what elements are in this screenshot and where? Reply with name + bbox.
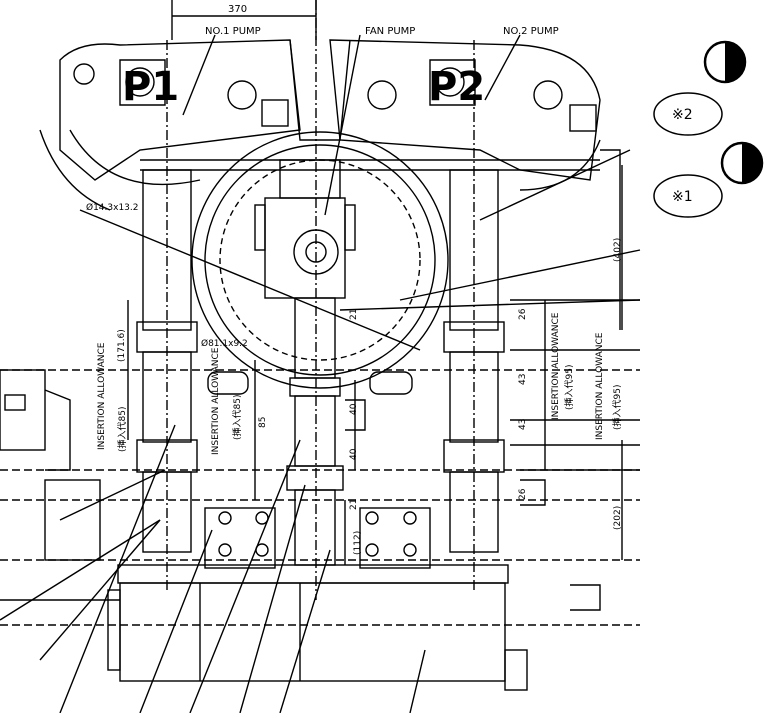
bolt-dimension-label: Ø14.3x13.2 (86, 202, 139, 213)
note1-callout (653, 174, 723, 218)
dim-40b-label: 40 (349, 448, 359, 460)
insertion-right-b-jp-label: (挿入代95) (611, 385, 623, 430)
dim-112-label: (112) (353, 531, 363, 555)
insertion-left-jp-label: (挿入代85) (116, 407, 128, 452)
top-dimension-label: 370 (228, 4, 247, 15)
insertion-right-a-jp-label: (挿入代95) (563, 365, 575, 410)
fan-pump-label: FAN PUMP (365, 26, 415, 37)
insertion-left-label: INSERTION ALLOWANCE (97, 342, 107, 450)
pump-p1-mark: P1 (122, 64, 179, 110)
dim-40a-label: 40 (349, 403, 359, 415)
note1-label: ※1 (672, 189, 693, 205)
dim-43a-label: 43 (518, 374, 528, 385)
dim-43b-label: 43 (518, 419, 528, 430)
bore-dimension-label: Ø81.1x9.2 (201, 338, 248, 349)
pump-p2-mark: P2 (428, 64, 485, 110)
dim-21a-label: 21 (349, 309, 359, 320)
insertion-right-a-label: INSERTION ALLOWANCE (551, 312, 561, 420)
insertion-mid-jp-label: (挿入代85) (231, 395, 243, 440)
note2-label: ※2 (672, 107, 693, 123)
no1-pump-label: NO.1 PUMP (205, 26, 261, 37)
note2-callout (653, 92, 723, 136)
dim-85-label: 85 (258, 417, 268, 428)
no2-pump-label: NO.2 PUMP (503, 26, 559, 37)
dim-21b-label: 21 (349, 499, 359, 510)
half-filled-circle-icon (720, 141, 764, 185)
insertion-right-b-label: INSERTION ALLOWANCE (595, 332, 605, 440)
half-filled-circle-icon (703, 40, 747, 84)
dim-26b-label: 26 (518, 488, 528, 500)
dim-171-6-label: (171.6) (117, 329, 127, 362)
dim-402-label: (402) (613, 238, 623, 262)
dim-202-label: (202) (613, 506, 623, 530)
insertion-mid-label: INSERTION ALLOWANCE (211, 347, 221, 455)
dim-26a-label: 26 (518, 308, 528, 320)
